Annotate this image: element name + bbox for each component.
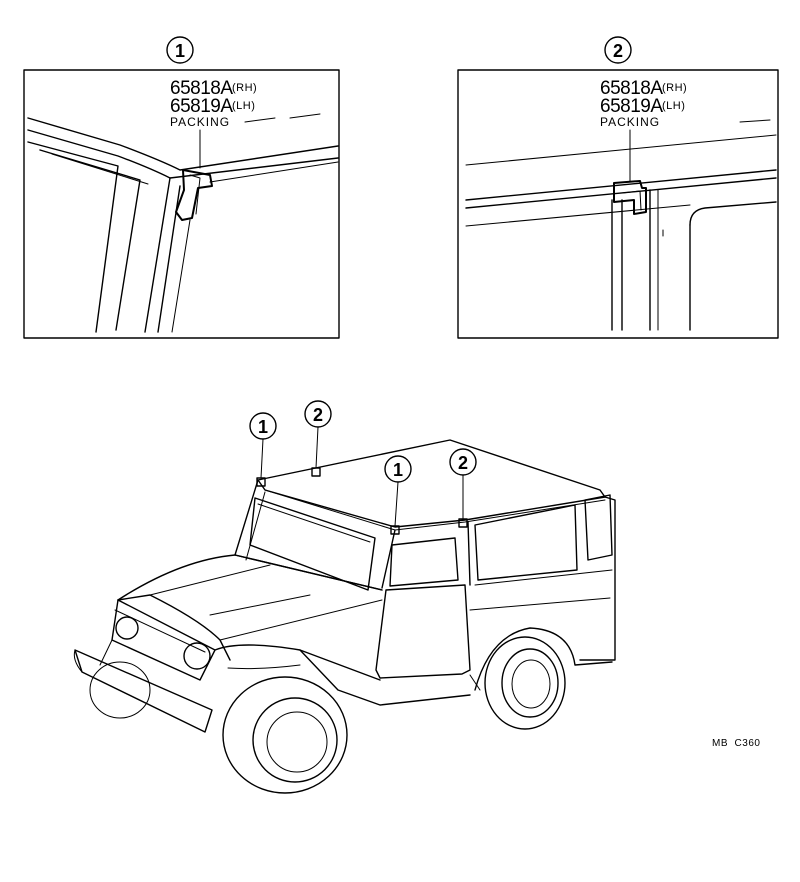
vehicle-callout-number: 1 — [393, 460, 403, 480]
detail-1-roof-corner-drawing — [27, 113, 339, 333]
detail-1-part-number-rh: 65818A — [170, 78, 233, 99]
detail-2-part-number-lh: 65819A — [600, 96, 663, 117]
detail-2-side-lh: (LH) — [662, 100, 685, 112]
vehicle-callout-number: 1 — [258, 417, 268, 437]
detail-2-roof-rail-drawing — [465, 119, 777, 331]
vehicle-callout-2b: 2 — [449, 448, 477, 520]
vehicle-callout-1a: 1 — [249, 412, 277, 479]
detail-1-side-lh: (LH) — [232, 100, 255, 112]
vehicle-callout-number: 2 — [313, 405, 323, 425]
detail-2: 2 65818A (RH) 65819A (LH) PACKING — [457, 36, 779, 339]
detail-1-frame — [23, 69, 340, 339]
figure-code: MB C360 — [712, 738, 760, 749]
detail-1-callout-number: 1 — [175, 41, 185, 61]
detail-2-part-name: PACKING — [600, 115, 660, 129]
detail-1-callout: 1 — [166, 36, 194, 64]
detail-2-frame — [457, 69, 779, 339]
detail-1-part-name: PACKING — [170, 115, 230, 129]
vehicle-callout-number: 2 — [458, 453, 468, 473]
detail-1-part-number-lh: 65819A — [170, 96, 233, 117]
vehicle-drawing — [73, 439, 616, 794]
vehicle-callout-1b: 1 — [384, 455, 412, 527]
detail-2-side-rh: (RH) — [662, 82, 687, 94]
vehicle-callout-2a: 2 — [304, 400, 332, 469]
detail-1-side-rh: (RH) — [232, 82, 257, 94]
detail-2-part-number-rh: 65818A — [600, 78, 663, 99]
detail-1: 1 65818A (RH) 65819A (LH) PACKING — [23, 36, 340, 339]
detail-2-callout-number: 2 — [613, 41, 623, 61]
detail-2-callout: 2 — [604, 36, 632, 64]
